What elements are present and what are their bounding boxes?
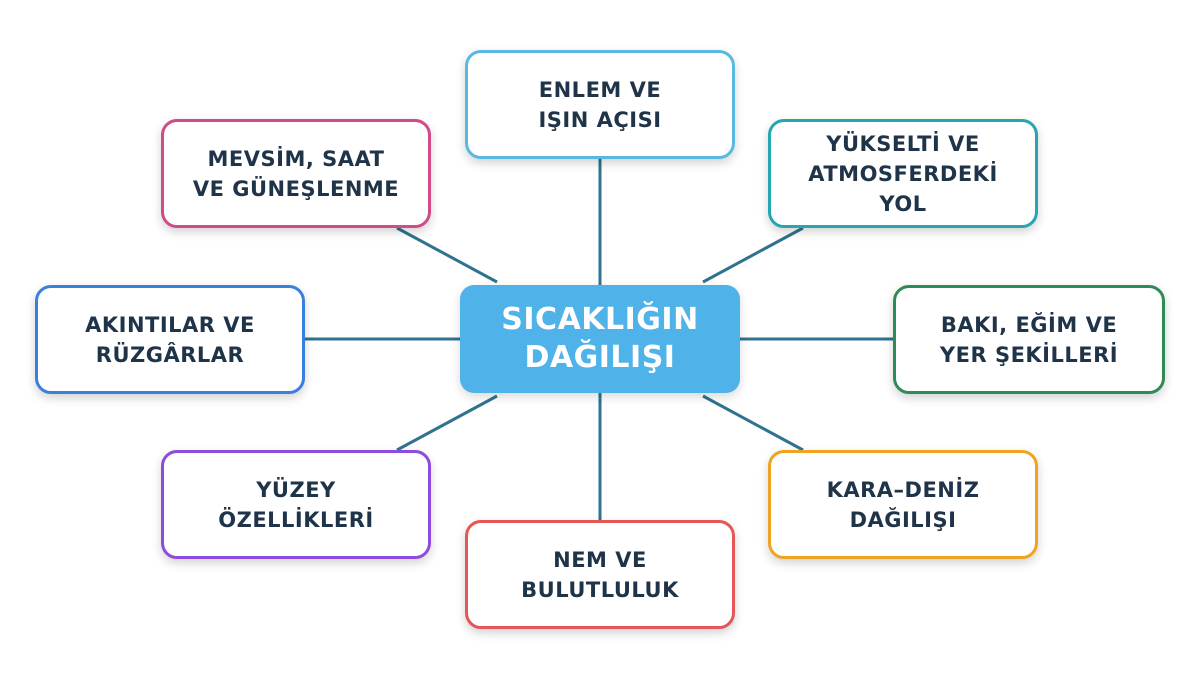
node-yukselti: YÜKSELTİ VE ATMOSFERDEKİ YOL (768, 119, 1038, 228)
node-kara-deniz: KARA–DENİZ DAĞILIŞI (768, 450, 1038, 559)
connector-yukselti (702, 226, 804, 284)
central-topic: SICAKLIĞIN DAĞILIŞI (460, 285, 740, 393)
node-nem: NEM VE BULUTLULUK (465, 520, 735, 629)
connector-kara-deniz (702, 394, 804, 452)
node-baki: BAKI, EĞİM VE YER ŞEKİLLERİ (893, 285, 1165, 394)
connector-mevsim (396, 226, 498, 284)
node-enlem: ENLEM VE IŞIN AÇISI (465, 50, 735, 159)
node-mevsim: MEVSİM, SAAT VE GÜNEŞLENME (161, 119, 431, 228)
node-akintilar: AKINTILAR VE RÜZGÂRLAR (35, 285, 305, 394)
node-yuzey: YÜZEY ÖZELLİKLERİ (161, 450, 431, 559)
connector-yuzey (396, 394, 498, 452)
